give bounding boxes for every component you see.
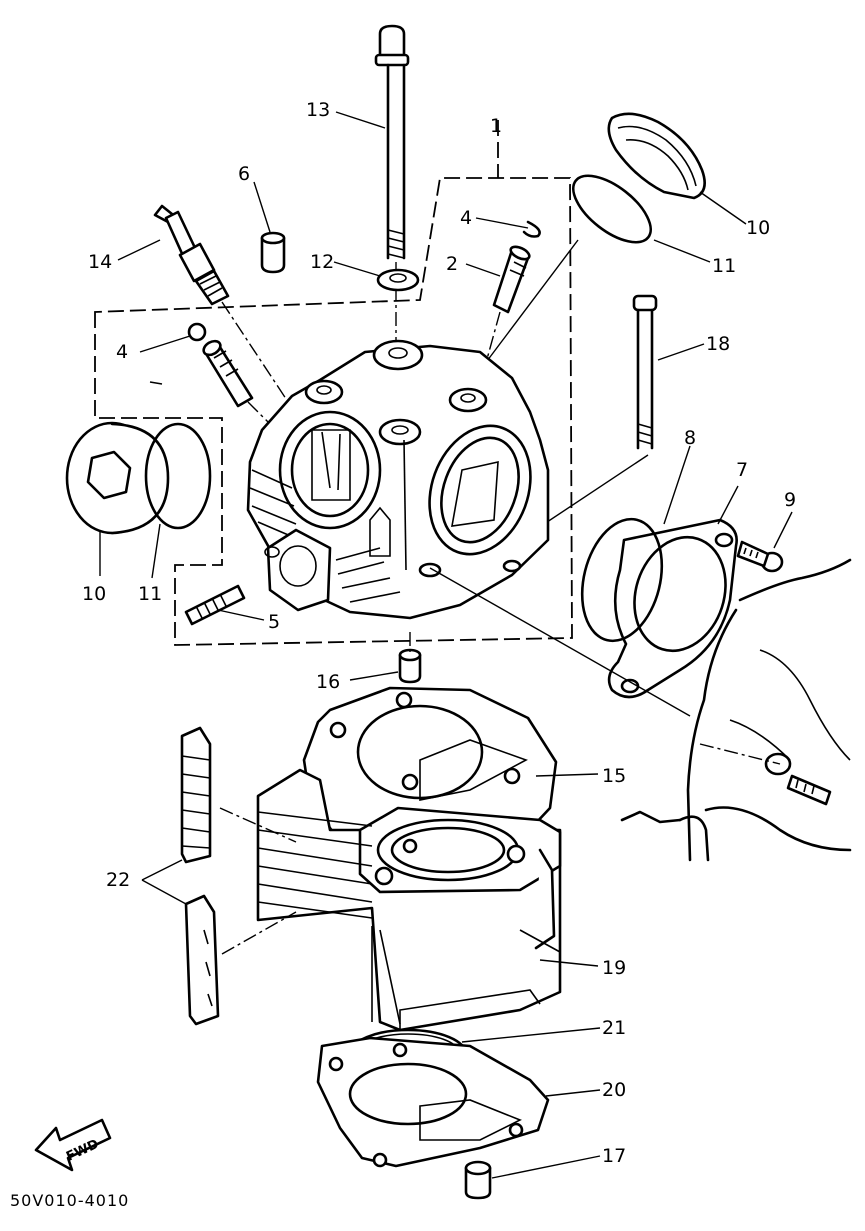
callout-4-left: 4 bbox=[116, 341, 128, 363]
callout-10-left: 10 bbox=[82, 583, 106, 605]
callout-17: 17 bbox=[602, 1145, 626, 1167]
spark-plug-axis bbox=[221, 301, 301, 421]
callout-10-right: 10 bbox=[746, 217, 770, 239]
base-gasket bbox=[316, 1036, 550, 1168]
callout-2: 2 bbox=[446, 253, 458, 275]
diagram-code: 50V010-4010 bbox=[10, 1191, 129, 1210]
fin-strip-top bbox=[180, 726, 212, 864]
callout-11-left: 11 bbox=[138, 583, 162, 605]
cylinder-block bbox=[256, 768, 562, 1032]
o-ring-axis-top bbox=[483, 239, 579, 366]
callout-7: 7 bbox=[736, 459, 748, 481]
stud-short bbox=[184, 584, 246, 626]
o-ring-top bbox=[572, 174, 652, 244]
sleeve-axis-top bbox=[219, 807, 297, 843]
callout-13: 13 bbox=[306, 99, 330, 121]
callout-6: 6 bbox=[238, 163, 250, 185]
stud-bolt bbox=[632, 294, 658, 450]
callout-1: 1 bbox=[490, 115, 502, 137]
small-mark bbox=[149, 381, 163, 385]
callout-5: 5 bbox=[268, 611, 280, 633]
forward-arrow-icon bbox=[34, 1118, 112, 1172]
cylinder-head bbox=[246, 339, 550, 620]
valve-cap-left bbox=[65, 421, 170, 535]
crankcase-axis bbox=[699, 743, 781, 765]
callout-9: 9 bbox=[784, 489, 796, 511]
callout-11-right: 11 bbox=[712, 255, 736, 277]
circlip-left bbox=[187, 322, 207, 342]
o-ring-side bbox=[580, 517, 664, 643]
side-cover bbox=[607, 518, 738, 699]
spark-plug bbox=[153, 204, 230, 306]
callout-12: 12 bbox=[310, 251, 334, 273]
cover-axis bbox=[429, 567, 691, 717]
dowel-pin-top bbox=[260, 231, 286, 274]
leader-lines bbox=[99, 111, 793, 1179]
valve-guide-intake bbox=[202, 339, 254, 408]
valve-cap-right bbox=[607, 112, 706, 200]
cylinder-head-assembly-boundary bbox=[94, 120, 573, 646]
dowel-pin-bottom bbox=[464, 1160, 492, 1200]
head-bolt-long bbox=[374, 24, 410, 260]
cover-bolt bbox=[736, 540, 784, 573]
callout-15: 15 bbox=[602, 765, 626, 787]
callout-4-top: 4 bbox=[460, 207, 472, 229]
callout-18: 18 bbox=[706, 333, 730, 355]
washer bbox=[376, 268, 420, 292]
dowel-pin-middle bbox=[398, 648, 422, 684]
forward-arrow[interactable]: FWD bbox=[34, 1118, 112, 1172]
valve-guide-exhaust bbox=[492, 245, 531, 314]
callout-labels: 1 2 4 4 5 6 7 8 9 10 10 11 11 12 13 14 1… bbox=[82, 99, 796, 1167]
callout-22: 22 bbox=[106, 869, 130, 891]
callout-20: 20 bbox=[602, 1079, 626, 1101]
callout-16: 16 bbox=[316, 671, 340, 693]
fin-strip-bottom bbox=[184, 894, 220, 1026]
circlip-top bbox=[522, 220, 541, 238]
o-ring-left bbox=[144, 422, 212, 530]
callout-19: 19 bbox=[602, 957, 626, 979]
sleeve-axis-bottom bbox=[221, 911, 297, 955]
callout-21: 21 bbox=[602, 1017, 626, 1039]
callout-8: 8 bbox=[684, 427, 696, 449]
callout-14: 14 bbox=[88, 251, 112, 273]
